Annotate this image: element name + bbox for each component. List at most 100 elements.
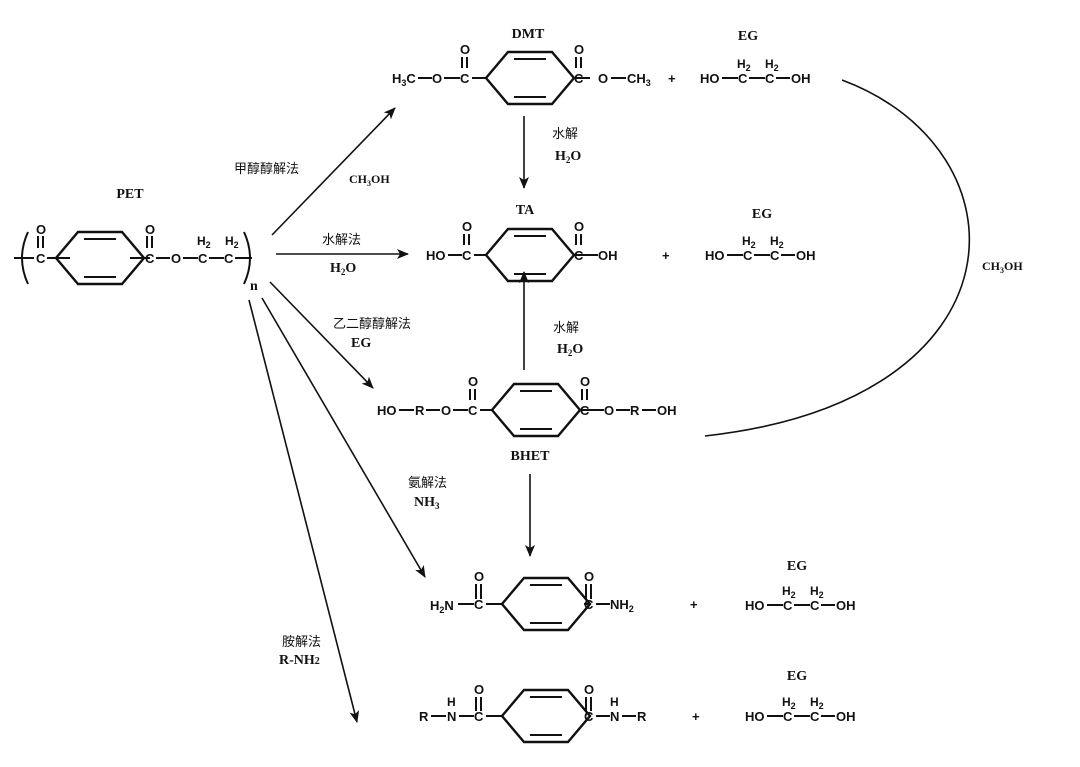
svg-text:OH: OH (836, 709, 856, 724)
n-substituted-amide-structure: R N H C O C O N H R + (419, 682, 700, 744)
svg-text:+: + (662, 248, 670, 263)
svg-text:O: O (441, 403, 451, 418)
label-bhet-hydrolysis: 水解 (553, 321, 579, 336)
svg-text:H: H (610, 695, 619, 709)
reagent-bhet-hydrolysis: H2O (557, 342, 583, 358)
svg-text:OH: OH (791, 71, 811, 86)
svg-text:O: O (574, 219, 584, 234)
svg-text:C: C (810, 709, 820, 724)
svg-text:C: C (145, 251, 155, 266)
svg-text:O: O (474, 682, 484, 697)
ta-label: TA (516, 203, 535, 218)
arrow-glycolysis (269, 281, 374, 389)
svg-text:O: O (584, 569, 594, 584)
reagent-hydrolysis: H2O (330, 261, 356, 277)
svg-text:C: C (574, 248, 584, 263)
svg-text:EG: EG (738, 29, 758, 44)
reagent-recycle: CH3OH (982, 259, 1023, 275)
svg-text:C: C (765, 71, 775, 86)
svg-text:C: C (224, 251, 234, 266)
svg-text:O: O (474, 569, 484, 584)
svg-text:OH: OH (598, 248, 618, 263)
svg-text:+: + (690, 597, 698, 612)
label-hydrolysis: 水解法 (322, 233, 361, 248)
svg-text:C: C (462, 248, 472, 263)
svg-text:O: O (604, 403, 614, 418)
reagent-aminolysis: R-NH2 (279, 653, 320, 668)
arrow-ammonolysis (261, 297, 426, 578)
svg-text:CH3: CH3 (627, 71, 651, 88)
svg-text:C: C (460, 71, 470, 86)
reagent-glycolysis: EG (351, 336, 371, 351)
svg-text:C: C (468, 403, 478, 418)
svg-text:O: O (468, 374, 478, 389)
reagent-methanolysis: CH3OH (349, 172, 390, 188)
svg-text:HO: HO (700, 71, 720, 86)
svg-text:NH2: NH2 (610, 597, 634, 614)
svg-text:+: + (692, 709, 700, 724)
recycle-arc (704, 79, 971, 437)
eg-structure-1: EG HO C H2 C H2 OH (700, 29, 811, 86)
svg-text:C: C (738, 71, 748, 86)
svg-text:HO: HO (745, 709, 765, 724)
svg-text:R: R (419, 709, 429, 724)
svg-text:O: O (462, 219, 472, 234)
svg-text:O: O (432, 71, 442, 86)
pet-label: PET (116, 187, 144, 202)
svg-text:C: C (36, 251, 46, 266)
svg-text:H2: H2 (765, 57, 779, 73)
svg-text:EG: EG (787, 559, 807, 574)
svg-text:C: C (783, 598, 793, 613)
svg-text:R: R (630, 403, 640, 418)
terephthalamide-structure: H2N C O C O NH2 + (430, 569, 698, 632)
svg-text:C: C (580, 403, 590, 418)
svg-text:OH: OH (657, 403, 677, 418)
label-methanolysis: 甲醇醇解法 (234, 161, 299, 177)
svg-text:R: R (637, 709, 647, 724)
pet-repeat-n: n (250, 279, 258, 294)
svg-text:O: O (36, 222, 46, 237)
svg-text:H2: H2 (770, 234, 784, 250)
svg-text:C: C (584, 709, 594, 724)
label-ammonolysis: 氨解法 (408, 476, 447, 491)
ta-structure: TA HO C O C O OH + (426, 203, 670, 283)
svg-text:H2: H2 (810, 695, 824, 711)
svg-text:H2: H2 (810, 584, 824, 600)
svg-text:H2: H2 (225, 234, 239, 250)
svg-text:HO: HO (705, 248, 725, 263)
label-aminolysis: 胺解法 (282, 635, 321, 650)
svg-text:C: C (198, 251, 208, 266)
dmt-left-group: H3C (392, 71, 416, 88)
svg-text:C: C (584, 597, 594, 612)
svg-text:+: + (668, 71, 676, 86)
svg-text:EG: EG (787, 669, 807, 684)
svg-text:H2: H2 (197, 234, 211, 250)
svg-text:C: C (810, 598, 820, 613)
svg-text:H: H (447, 695, 456, 709)
bhet-structure: HO R O C O C O O R OH BHET (377, 374, 677, 464)
svg-text:H2: H2 (782, 584, 796, 600)
svg-text:EG: EG (752, 207, 772, 222)
svg-text:N: N (610, 709, 619, 724)
svg-text:C: C (474, 709, 484, 724)
svg-text:O: O (584, 682, 594, 697)
label-glycolysis: 乙二醇醇解法 (333, 316, 411, 332)
svg-text:O: O (171, 251, 181, 266)
svg-text:O: O (598, 71, 608, 86)
svg-text:OH: OH (836, 598, 856, 613)
svg-text:C: C (574, 71, 584, 86)
svg-text:O: O (580, 374, 590, 389)
reagent-ammonolysis: NH3 (414, 495, 440, 511)
dmt-label: DMT (512, 27, 545, 42)
svg-text:C: C (474, 597, 484, 612)
svg-text:H2N: H2N (430, 598, 454, 615)
svg-text:HO: HO (426, 248, 446, 263)
svg-text:H2: H2 (742, 234, 756, 250)
svg-text:R: R (415, 403, 425, 418)
svg-text:O: O (145, 222, 155, 237)
svg-text:H2: H2 (782, 695, 796, 711)
arrow-methanolysis (271, 107, 396, 236)
svg-text:OH: OH (796, 248, 816, 263)
svg-text:O: O (460, 42, 470, 57)
